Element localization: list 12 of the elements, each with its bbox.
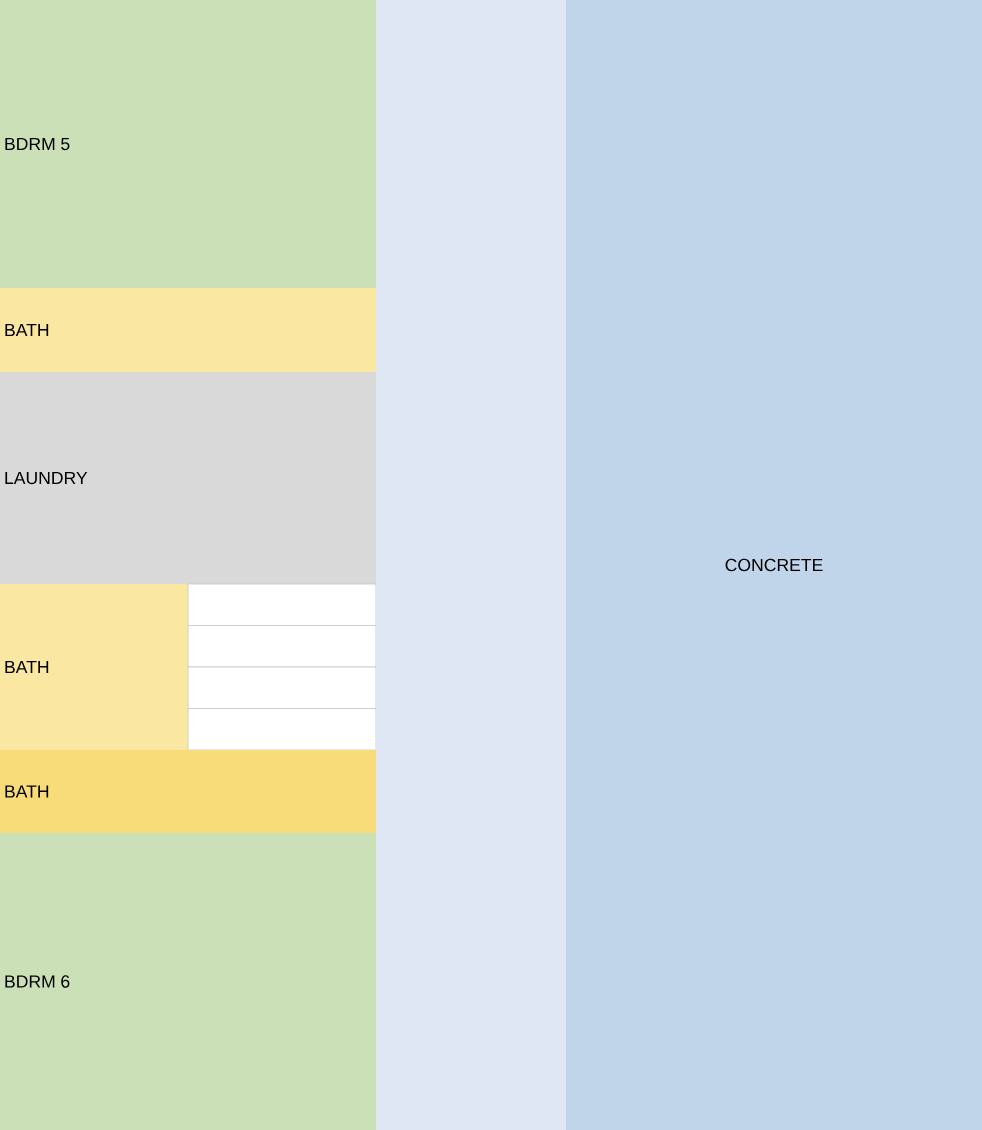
bedroom-room: BDRM 6: [0, 833, 376, 1130]
bathroom-room: BATH: [0, 750, 376, 834]
blank-cell: [187, 708, 377, 751]
blank-cell: [187, 625, 377, 668]
bathroom-room: BATH: [0, 288, 376, 372]
concrete-area: CONCRETE: [566, 0, 982, 1130]
blank-cell: [187, 583, 377, 626]
bathroom-room: BATH: [0, 584, 188, 750]
blank-cell: [187, 666, 377, 709]
hallway-band: [376, 0, 566, 1130]
laundry-room: LAUNDRY: [0, 372, 376, 584]
bedroom-room: BDRM 5: [0, 0, 376, 288]
